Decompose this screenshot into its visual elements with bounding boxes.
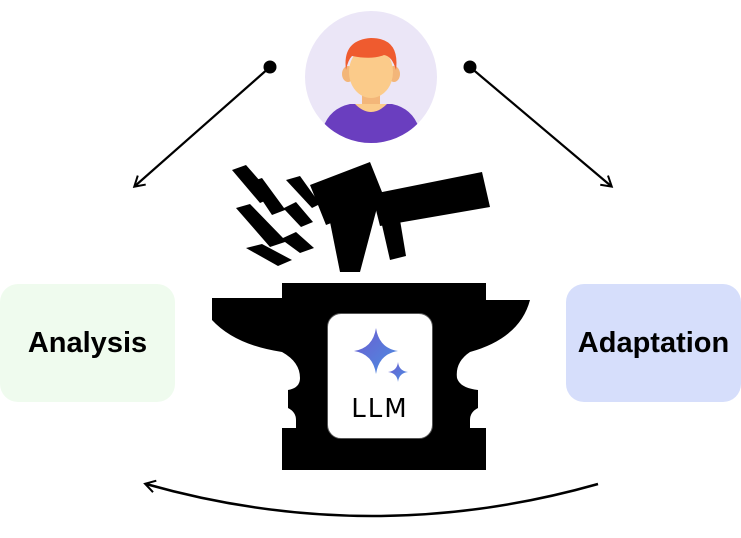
- arrow-adaptation-to-analysis: [143, 479, 599, 518]
- impact-lines-icon: [232, 165, 320, 266]
- analysis-label: Analysis: [27, 326, 148, 359]
- arrow-user-to-adaptation: [463, 60, 614, 188]
- user-avatar-icon: [305, 11, 437, 143]
- llm-card: LLM: [327, 313, 433, 439]
- llm-label: LLM: [351, 394, 409, 424]
- adaptation-box: Adaptation: [566, 284, 741, 402]
- arrow-user-to-analysis: [132, 60, 277, 188]
- analysis-box: Analysis: [0, 284, 175, 402]
- hammer-icon: [310, 162, 490, 272]
- ai-sparkle-icon: [354, 328, 408, 382]
- adaptation-label: Adaptation: [577, 326, 730, 359]
